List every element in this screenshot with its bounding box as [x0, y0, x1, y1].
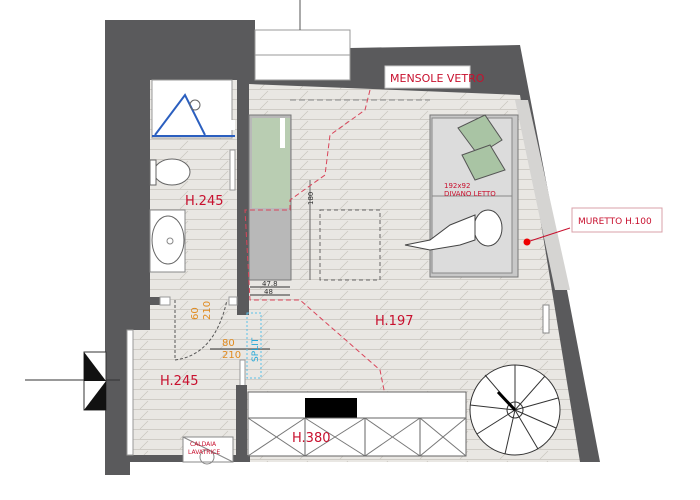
- muretto-label: MURETTO H.100: [578, 217, 652, 227]
- ceiling-line: [244, 89, 386, 396]
- rug-dashed: [319, 209, 381, 281]
- entry-door-width: 80: [222, 338, 235, 349]
- bath-height: H.245: [185, 194, 224, 209]
- person-icon: [404, 209, 503, 251]
- mensole-label-box: [384, 65, 471, 89]
- entry-door-height: 210: [222, 350, 241, 361]
- sink-icon: [151, 215, 185, 265]
- muretto-marker: [523, 238, 531, 246]
- wardrobe-depth: 180: [307, 192, 315, 205]
- cushion-icon: [457, 114, 503, 156]
- spiral-staircase: [469, 364, 561, 456]
- split-label: SPLIT: [251, 337, 261, 362]
- entry-height: H.245: [160, 374, 199, 389]
- mensole-label: MENSOLE VETRO: [390, 72, 485, 85]
- sofa-name: DIVANO LETTO: [444, 190, 496, 198]
- sofa-size: 192x92: [444, 182, 470, 190]
- entrance-arrow-icon: [25, 351, 120, 411]
- muretto-zone: [515, 100, 570, 290]
- split-unit: [246, 312, 262, 379]
- living-height: H.197: [375, 314, 414, 329]
- kitchen-height: H.380: [292, 431, 331, 446]
- cushion-icon: [461, 144, 506, 181]
- wardrobe-width-2: 48: [264, 288, 273, 296]
- toilet-icon: [153, 158, 191, 186]
- bath-door-height: 210: [202, 301, 213, 320]
- wardrobe-width-1: 47.8: [262, 280, 278, 288]
- kitchen-counter: [247, 391, 467, 457]
- lavatrice-label: LAVATRICE: [188, 449, 220, 456]
- muretto-label-box: [571, 207, 663, 233]
- bath-door-width: 60: [190, 307, 201, 320]
- caldaia-label: CALDAIA: [190, 441, 217, 448]
